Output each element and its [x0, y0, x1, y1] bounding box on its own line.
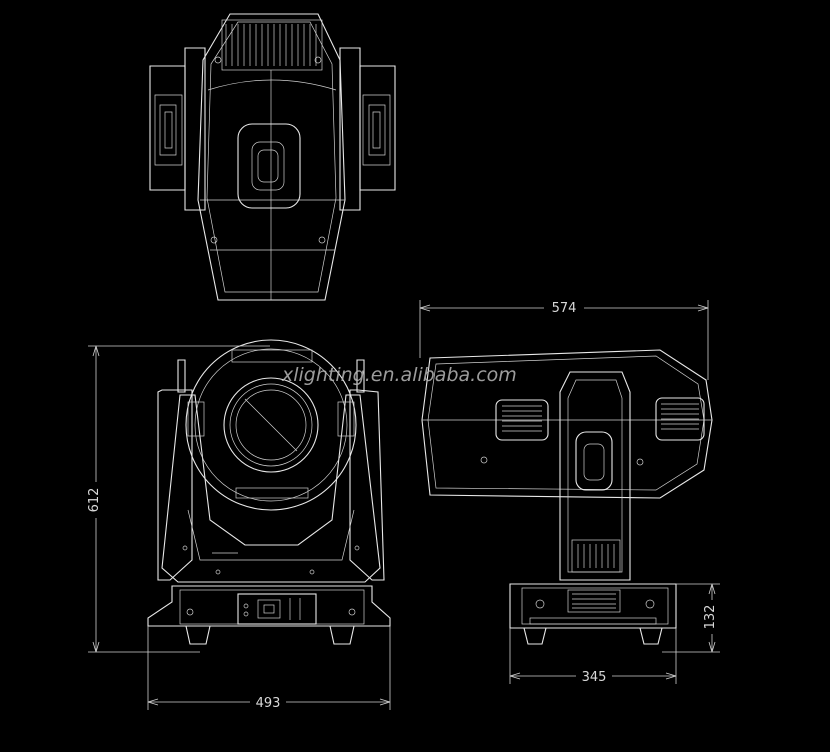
side-view-left-vent [495, 399, 549, 441]
dimension-label-132: 132 [703, 605, 718, 630]
dimension-label-345: 345 [582, 670, 607, 685]
front-view-left-yoke-arm [157, 389, 193, 581]
top-view [149, 13, 396, 301]
dimension-label-574: 574 [552, 301, 577, 316]
side-view-base-vent [567, 589, 621, 613]
dimension-132: 132 [662, 583, 722, 653]
side-view-right-vent [655, 397, 705, 441]
dimension-label-493: 493 [256, 696, 281, 711]
top-view-right-handle [339, 47, 396, 211]
watermark-text: xlighting.en.alibaba.com [281, 364, 517, 386]
front-view-head-outline [185, 339, 357, 511]
dimension-label-612: 612 [87, 488, 102, 513]
side-view-base [509, 583, 677, 629]
side-view-yoke-knob [575, 431, 613, 491]
side-view-yoke-arm [559, 371, 631, 581]
dimension-612: 612 [84, 345, 270, 653]
top-view-vent-grille [221, 19, 323, 71]
front-view-base [147, 585, 391, 627]
top-view-head-outline [197, 13, 346, 301]
side-view [421, 349, 713, 645]
dimension-493: 493 [147, 626, 391, 711]
front-view-control-panel [237, 593, 317, 625]
front-view-right-yoke-arm [349, 389, 385, 581]
side-view-head-outline [421, 349, 713, 499]
top-view-left-handle [149, 47, 206, 211]
front-view [147, 339, 391, 645]
front-view-lens [223, 377, 319, 473]
top-view-center-module [237, 123, 301, 209]
dimension-574: 574 [419, 298, 709, 380]
dimension-345: 345 [509, 628, 677, 685]
